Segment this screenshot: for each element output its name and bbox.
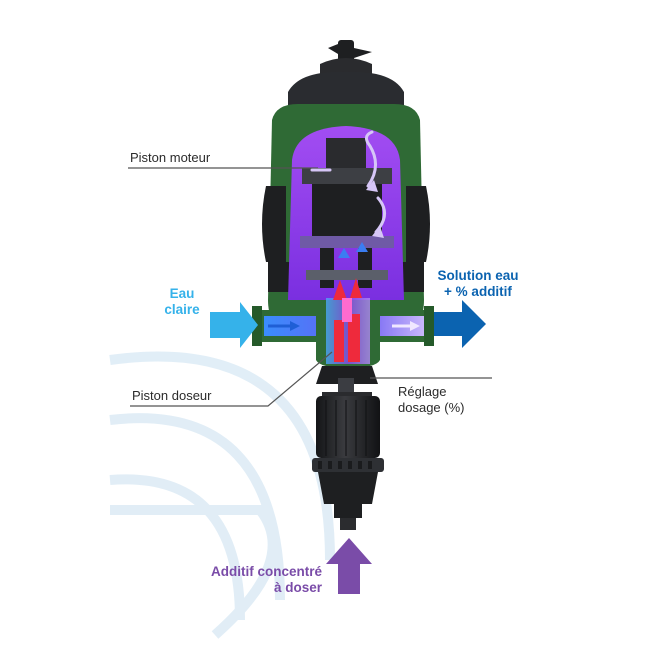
label-solution-line1: Solution eau [437, 268, 519, 283]
label-piston-doseur: Piston doseur [132, 388, 212, 403]
label-eau-claire-line2: claire [164, 302, 200, 317]
label-additif-line1: Additif concentré [210, 564, 322, 579]
dosing-piston [316, 278, 380, 368]
label-solution: Solution eau + % additif [428, 268, 528, 300]
label-reglage-line1: Réglage [398, 384, 447, 399]
motor-chamber [288, 126, 404, 300]
dosing-unit [312, 366, 384, 530]
label-eau-claire-line1: Eau [169, 286, 195, 301]
additive-arrow-icon [326, 538, 372, 594]
label-piston-moteur: Piston moteur [130, 150, 211, 165]
leader-lines [128, 167, 492, 407]
label-reglage-line2: dosage (%) [398, 400, 465, 415]
label-eau-claire: Eau claire [152, 286, 212, 318]
label-reglage-dosage: Réglage dosage (%) [398, 384, 464, 416]
label-additif: Additif concentré à doser [172, 564, 322, 596]
label-additif-line2: à doser [273, 580, 322, 595]
upflow-arrows [338, 242, 368, 258]
inlet-arrow-icon [210, 302, 258, 348]
label-solution-line2: + % additif [444, 284, 512, 299]
pipe-flow-arrows [268, 321, 420, 331]
outlet-arrow-icon [434, 300, 486, 348]
